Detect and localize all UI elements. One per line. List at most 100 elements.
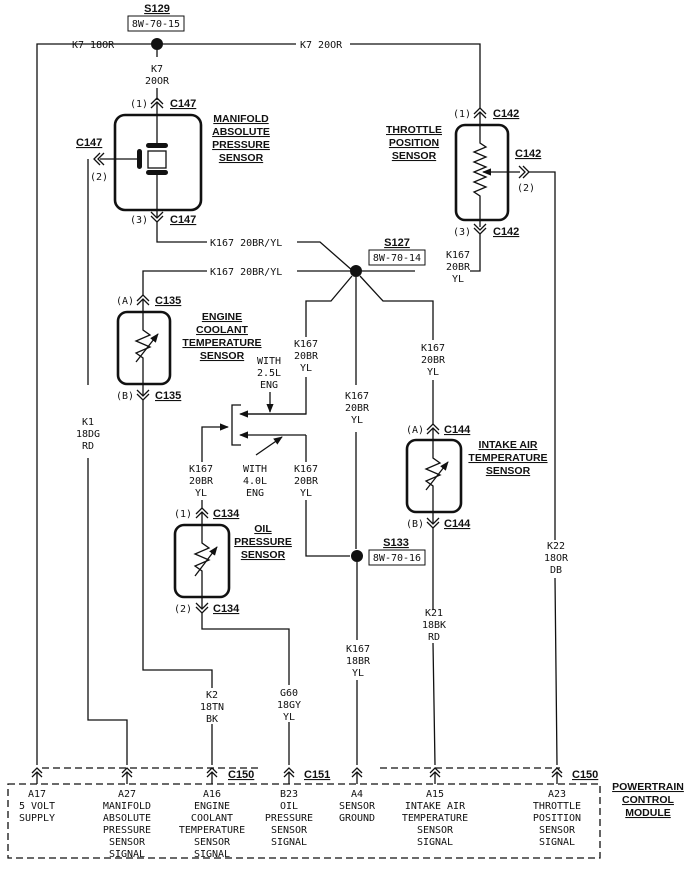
pcm-pin-label-line: PRESSURE: [265, 813, 313, 824]
pin-a17-icon: [31, 767, 43, 784]
wire-k22: [529, 171, 558, 766]
pcm-pin-label-line: SUPPLY: [19, 813, 55, 824]
wire-k167-oil-l3: YL: [195, 488, 207, 499]
pcm-pin-label-line: TEMPERATURE: [402, 813, 468, 824]
map-element-side: [137, 149, 142, 169]
pcm-pin-label-line: POSITION: [533, 813, 581, 824]
wire-k7-right-label: K7 20OR: [300, 40, 343, 51]
oil-name-l2: PRESSURE: [234, 536, 292, 548]
wire-k167-top: [156, 222, 354, 272]
pcm-pin-label-line: OIL: [280, 801, 298, 812]
wire-k1-l1: K1: [82, 417, 94, 428]
wire-k167-tps-l1: K167: [446, 250, 470, 261]
splice-s129-ref-box: [127, 15, 185, 32]
splice-s127-id: S127: [384, 237, 410, 249]
wire-k1-l2: 18DG: [76, 429, 100, 440]
pcm-pin-label-line: 5 VOLT: [19, 801, 55, 812]
wire-g60: [201, 613, 290, 765]
map-pin1: (1): [130, 99, 148, 110]
option-b-l1: WITH: [243, 464, 267, 475]
iat-pin-a: (A): [406, 425, 424, 436]
map-element-core: [147, 150, 167, 169]
pin-a4-icon: [351, 767, 363, 784]
pcm-pin-label-line: SIGNAL: [539, 837, 575, 848]
ect-thermistor-icon: [134, 299, 152, 395]
splice-s129-id: S129: [144, 3, 170, 15]
wire-k22-l2: 18OR: [544, 553, 569, 564]
connector-c147-pin2-icon: [93, 152, 105, 166]
pcm-pin-id: A4: [351, 789, 363, 800]
pcm-outline: [7, 783, 601, 859]
splice-s129-dot: [151, 38, 163, 50]
pcm-connector-c150-right: C150: [572, 769, 598, 781]
pcm-pin-label-line: THROTTLE: [533, 801, 581, 812]
wire-k7-left-label: K7 18OR: [72, 40, 115, 51]
wire-k167-center-l1: K167: [345, 391, 369, 402]
map-element-bottom: [146, 170, 168, 175]
pcm-pin-label-line: INTAKE AIR: [405, 801, 466, 812]
wire-k167-sw-out-l3: YL: [300, 488, 312, 499]
intake-air-temperature-sensor: (A) C144 (B) C144 INTAKE AIR TEMPERATURE…: [405, 423, 548, 530]
pcm-pin-label-line: PRESSURE: [103, 825, 151, 836]
switch-bracket: [231, 404, 241, 446]
ect-variable-arrow-icon: [135, 333, 159, 363]
iat-name-l1: INTAKE AIR: [479, 439, 538, 451]
map-name-l4: SENSOR: [219, 152, 264, 164]
wire-k167-iat: [359, 275, 434, 424]
map-connector-bottom: C147: [170, 214, 196, 226]
engine-coolant-temperature-sensor: (A) C135 (B) C135 ENGINE COOLANT TEMPERA…: [116, 294, 262, 402]
oil-connector-bottom: C134: [213, 603, 240, 615]
option-a-l3: ENG: [260, 380, 278, 391]
pcm-pin-id: A16: [203, 789, 221, 800]
oil-name-l1: OIL: [254, 523, 272, 535]
wire-k21-l3: RD: [428, 632, 440, 643]
throttle-position-sensor: (1) C142 C142 (2) (3) C142 THROTTLE POSI…: [386, 107, 541, 238]
pcm-pin-label-line: SENSOR: [109, 837, 146, 848]
ect-name-l1: ENGINE: [202, 311, 242, 323]
powertrain-control-module: C150 C151 C150 POWERTRAIN CONTROL MODULE…: [7, 767, 684, 860]
iat-connector-bottom: C144: [444, 518, 471, 530]
wire-k22-l1: K22: [547, 541, 565, 552]
wire-k167-second: [142, 270, 350, 296]
wire-k167-sw-in-l3: YL: [300, 363, 312, 374]
pcm-pin-id: B23: [280, 789, 298, 800]
pcm-pin-label-line: ABSOLUTE: [103, 813, 151, 824]
wire-k167-sw-out-l1: K167: [294, 464, 318, 475]
wire-k167-sw-out-l2: 20BR: [294, 476, 319, 487]
wire-k167-iat-l2: 20BR: [421, 355, 446, 366]
pcm-pin-label-line: MANIFOLD: [103, 801, 151, 812]
tps-pin1: (1): [453, 109, 471, 120]
oil-variable-arrow-icon: [194, 546, 218, 577]
wire-k167-sw-out: [305, 435, 350, 557]
splice-s133-id: S133: [383, 537, 409, 549]
wire-k167-oil-l2: 20BR: [189, 476, 214, 487]
pcm-pin-label-line: SENSOR: [339, 801, 376, 812]
splice-s133-ref-box: [368, 549, 426, 566]
wire-k167-ground-l1: K167: [346, 644, 370, 655]
pcm-pin-label-line: GROUND: [339, 813, 375, 824]
tps-pin3: (3): [453, 227, 471, 238]
splice-s133: S133 8W-70-16: [351, 537, 426, 566]
wire-k167-center-l3: YL: [351, 415, 363, 426]
splice-s127-dot: [350, 265, 362, 277]
splice-s129-ref: 8W-70-15: [132, 19, 180, 30]
wire-k7-down-l1: K7: [151, 64, 163, 75]
pcm-pin-connectors: [31, 767, 563, 784]
splice-s127-ref-box: [368, 249, 426, 266]
tps-name-l1: THROTTLE: [386, 124, 442, 136]
wire-k2-l1: K2: [206, 690, 218, 701]
pin-a23-icon: [551, 767, 563, 784]
option-a-l1: WITH: [257, 356, 281, 367]
wire-k1-l3: RD: [82, 441, 94, 452]
pcm-name-l2: CONTROL: [622, 794, 674, 806]
engine-option-switch: WITH 2.5L ENG WITH 4.0L ENG: [201, 356, 306, 499]
iat-thermistor-icon: [424, 428, 442, 523]
wire-k2: [142, 400, 213, 765]
tps-pin2: (2): [517, 183, 535, 194]
